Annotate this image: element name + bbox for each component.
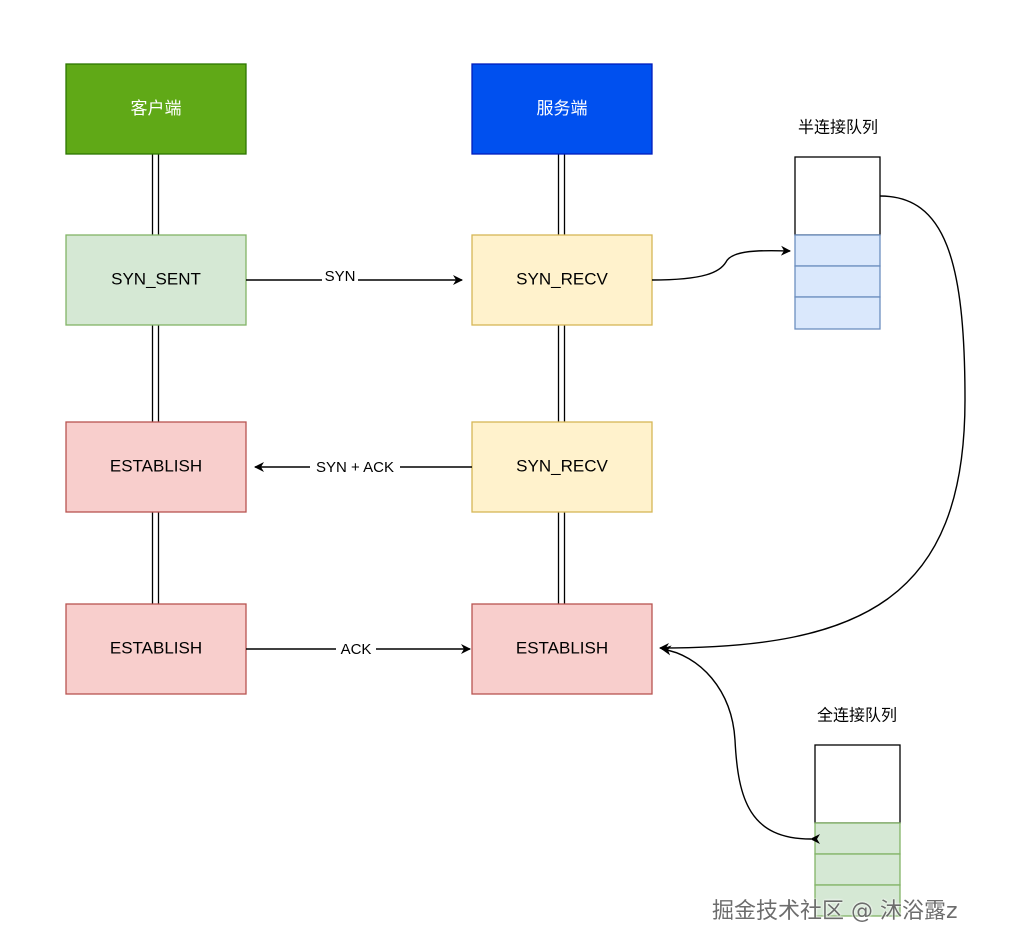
- ack-message: ACK: [246, 640, 471, 658]
- client-header: 客户端: [65, 63, 247, 155]
- client-state-establish-1: ESTABLISH: [65, 421, 247, 513]
- client-state-label: SYN_SENT: [111, 269, 201, 288]
- syn-label: SYN: [325, 268, 356, 285]
- half-queue-title: 半连接队列: [798, 118, 878, 137]
- full-queue-slot: [814, 822, 901, 855]
- server-header-label: 服务端: [537, 99, 588, 119]
- watermark: 掘金技术社区 @ 沐浴露z: [712, 899, 958, 924]
- full-queue-title: 全连接队列: [817, 706, 897, 725]
- client-state-label: ESTABLISH: [110, 638, 202, 657]
- server-header: 服务端: [471, 63, 653, 155]
- ack-label: ACK: [341, 641, 372, 658]
- syn-ack-label: SYN + ACK: [316, 459, 394, 476]
- server-lifeline: [557, 154, 566, 604]
- client-header-label: 客户端: [131, 99, 182, 119]
- server-state-label: ESTABLISH: [516, 638, 608, 657]
- half-to-full-move-arrow: [659, 195, 966, 653]
- enqueue-half-queue-arrow: [651, 245, 791, 281]
- half-connection-queue: 半连接队列: [794, 118, 881, 330]
- full-queue-head: [814, 744, 901, 824]
- half-queue-slot: [794, 265, 881, 298]
- full-connection-queue: 全连接队列: [814, 706, 901, 917]
- client-lifeline: [151, 154, 160, 604]
- full-queue-slot: [814, 884, 901, 917]
- half-queue-slot: [794, 296, 881, 330]
- server-state-label: SYN_RECV: [516, 269, 608, 288]
- half-queue-slot: [794, 234, 881, 267]
- server-state-syn-recv-1: SYN_RECV: [471, 234, 653, 326]
- half-queue-head: [794, 156, 881, 236]
- server-state-syn-recv-2: SYN_RECV: [471, 421, 653, 513]
- client-state-syn-sent: SYN_SENT: [65, 234, 247, 326]
- server-state-establish: ESTABLISH: [471, 603, 653, 695]
- client-state-establish-2: ESTABLISH: [65, 603, 247, 695]
- full-queue-slot: [814, 853, 901, 886]
- client-state-label: ESTABLISH: [110, 456, 202, 475]
- full-queue-accept-arrow: [661, 645, 821, 845]
- server-state-label: SYN_RECV: [516, 456, 608, 475]
- syn-ack-message: SYN + ACK: [254, 458, 472, 476]
- syn-message: SYN: [246, 268, 463, 286]
